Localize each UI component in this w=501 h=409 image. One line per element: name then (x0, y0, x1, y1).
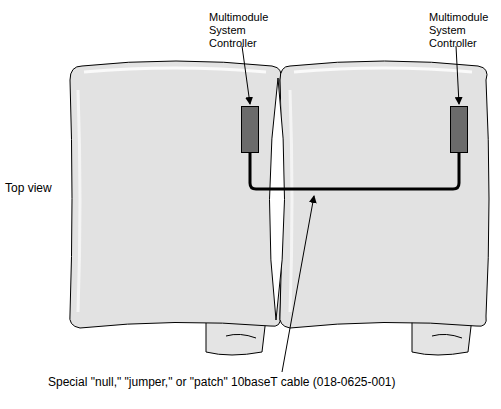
system-controller: Multimodule System Controller (450, 106, 468, 153)
network-cable (250, 153, 459, 189)
cable-label: Special "null," "jumper," or "patch" 10b… (48, 375, 396, 389)
system-controller: Multimodule System Controller (241, 106, 259, 153)
controller-label: Multimodule System Controller (429, 11, 499, 50)
controller-label: Multimodule System Controller (209, 11, 279, 50)
view-label: Top view (5, 181, 52, 195)
